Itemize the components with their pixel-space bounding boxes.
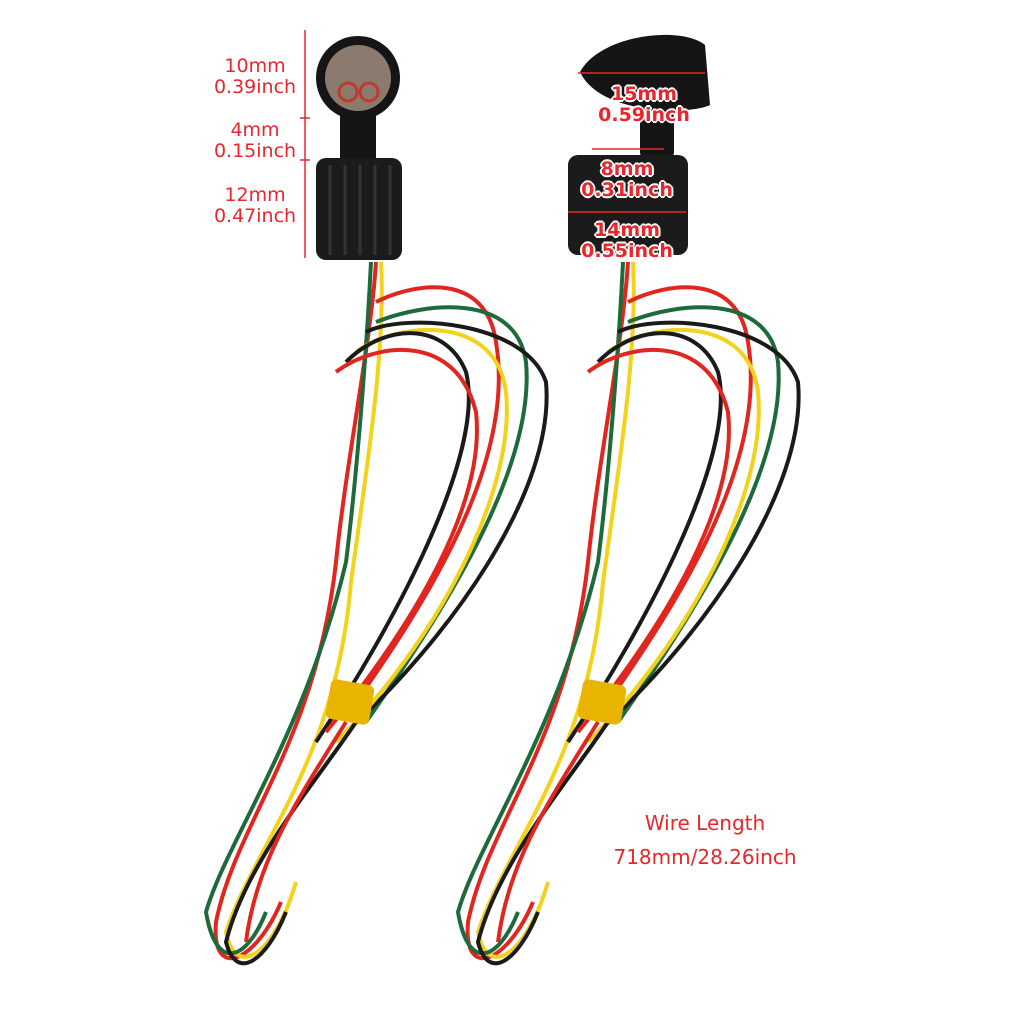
left-light-front-view bbox=[316, 36, 402, 260]
wire-length-value: 718mm/28.26inch bbox=[613, 845, 797, 869]
wire-length-title: Wire Length bbox=[644, 811, 766, 835]
left-dimension-line bbox=[300, 30, 310, 258]
wire-length-label: Wire Length 718mm/28.26inch bbox=[600, 806, 810, 874]
left-wire-bundle bbox=[204, 260, 549, 966]
right-dimension-lines bbox=[568, 72, 705, 213]
right-light-side-view bbox=[568, 34, 710, 255]
